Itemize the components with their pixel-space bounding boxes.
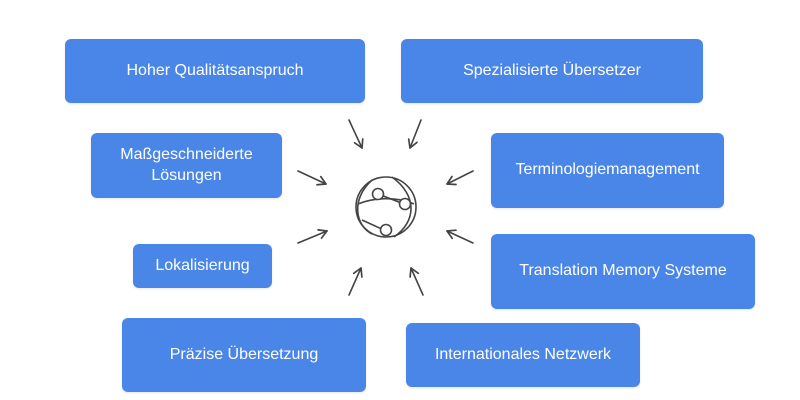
arrow-from-international-network bbox=[409, 267, 424, 296]
globe-network-icon bbox=[355, 176, 417, 238]
feature-box-tailored-solutions: Maßgeschneiderte Lösungen bbox=[91, 133, 282, 198]
feature-box-quality: Hoher Qualitätsanspruch bbox=[65, 39, 365, 103]
feature-label: Maßgeschneiderte Lösungen bbox=[120, 145, 253, 184]
feature-box-localization: Lokalisierung bbox=[133, 244, 272, 288]
arrow-from-specialized-translators bbox=[407, 119, 422, 149]
feature-label: Hoher Qualitätsanspruch bbox=[126, 61, 304, 79]
feature-label: Terminologiemanagement bbox=[515, 161, 700, 179]
arrow-from-localization bbox=[297, 229, 328, 244]
arrow-from-precise-translation bbox=[348, 267, 363, 296]
feature-label: Lokalisierung bbox=[155, 256, 250, 274]
feature-label: Spezialisierte Übersetzer bbox=[463, 61, 641, 79]
feature-label: Translation Memory Systeme bbox=[519, 262, 727, 280]
arrow-from-translation-memory bbox=[446, 229, 474, 244]
feature-box-precise-translation: Präzise Übersetzung bbox=[122, 318, 366, 392]
feature-box-international-network: Internationales Netzwerk bbox=[406, 323, 640, 387]
arrow-from-terminology-management bbox=[446, 170, 474, 186]
arrow-from-tailored-solutions bbox=[297, 170, 327, 186]
feature-label: Präzise Übersetzung bbox=[169, 345, 319, 363]
arrow-from-quality bbox=[348, 119, 364, 149]
feature-label: Internationales Netzwerk bbox=[434, 345, 612, 363]
feature-box-specialized-translators: Spezialisierte Übersetzer bbox=[401, 39, 703, 103]
feature-box-terminology-management: Terminologiemanagement bbox=[491, 133, 724, 208]
feature-box-translation-memory: Translation Memory Systeme bbox=[491, 234, 755, 309]
